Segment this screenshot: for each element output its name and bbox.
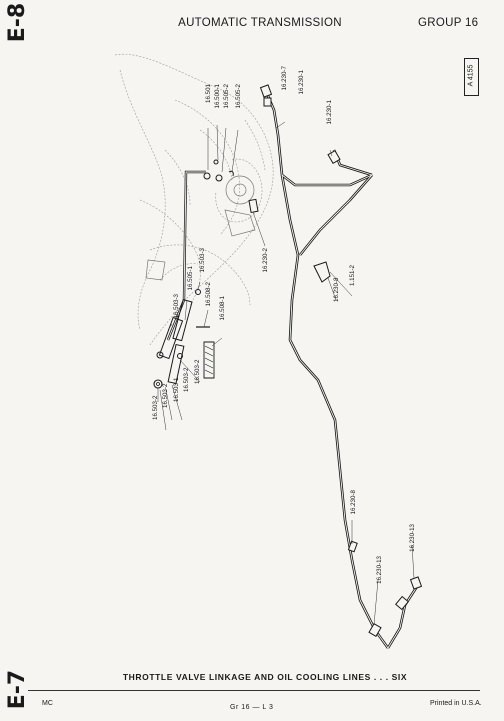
- footer-printed: Printed in U.S.A.: [430, 700, 482, 707]
- callout-label: 16.505-1: [187, 265, 194, 290]
- callout-label: 16.508-1: [219, 295, 226, 320]
- callout-label: 16.230-1: [298, 69, 305, 94]
- callout-label: 16.230-8: [333, 277, 340, 302]
- callout-label: 16.503-2: [183, 367, 190, 392]
- callout-label: 16.503-2: [194, 359, 201, 384]
- callout-label: 16.230-13: [376, 555, 383, 583]
- callout-label: 16.230-2: [262, 247, 269, 272]
- callout-label: 16.230-13: [409, 523, 416, 551]
- callout-label: 16.501: [205, 83, 212, 102]
- group-label: GROUP 16: [418, 17, 479, 29]
- figure-code-box: A 4155: [464, 58, 479, 96]
- footer-page-ref: Gr 16 — L 3: [230, 704, 274, 711]
- callout-label: 16.503-2: [162, 383, 169, 408]
- callout-label: 16.503-1: [173, 377, 180, 402]
- oil-cooling-lines: [266, 95, 420, 649]
- transmission-detail: [145, 175, 256, 281]
- callout-label: 16.500-1: [214, 83, 221, 108]
- leader-lines: [157, 121, 415, 626]
- callout-label: 16.505-2: [223, 83, 230, 108]
- callout-label: 16.508-2: [205, 281, 212, 306]
- callout-label: 16.505-2: [235, 83, 242, 108]
- callout-label: 16.230-1: [326, 99, 333, 124]
- transmission-outline: [114, 53, 274, 346]
- callout-label: 16.503-2: [152, 395, 159, 420]
- callout-label: 1.151-2: [349, 264, 356, 286]
- figure-caption: THROTTLE VALVE LINKAGE AND OIL COOLING L…: [122, 672, 408, 682]
- throttle-linkage: [153, 159, 234, 389]
- line-fittings: [248, 84, 423, 638]
- callout-label: 16.503-3: [199, 247, 206, 272]
- footer-divider: [28, 690, 480, 691]
- callout-label: 16.230-8: [350, 489, 357, 514]
- callout-label: 16.230-7: [281, 65, 288, 90]
- footer-left: MC: [42, 700, 53, 707]
- callout-label: 16.503-3: [173, 293, 180, 318]
- page-title: AUTOMATIC TRANSMISSION: [178, 17, 342, 29]
- callout-labels: 16.230-7 16.230-1 16.230-1 16.501 16.500…: [152, 65, 416, 583]
